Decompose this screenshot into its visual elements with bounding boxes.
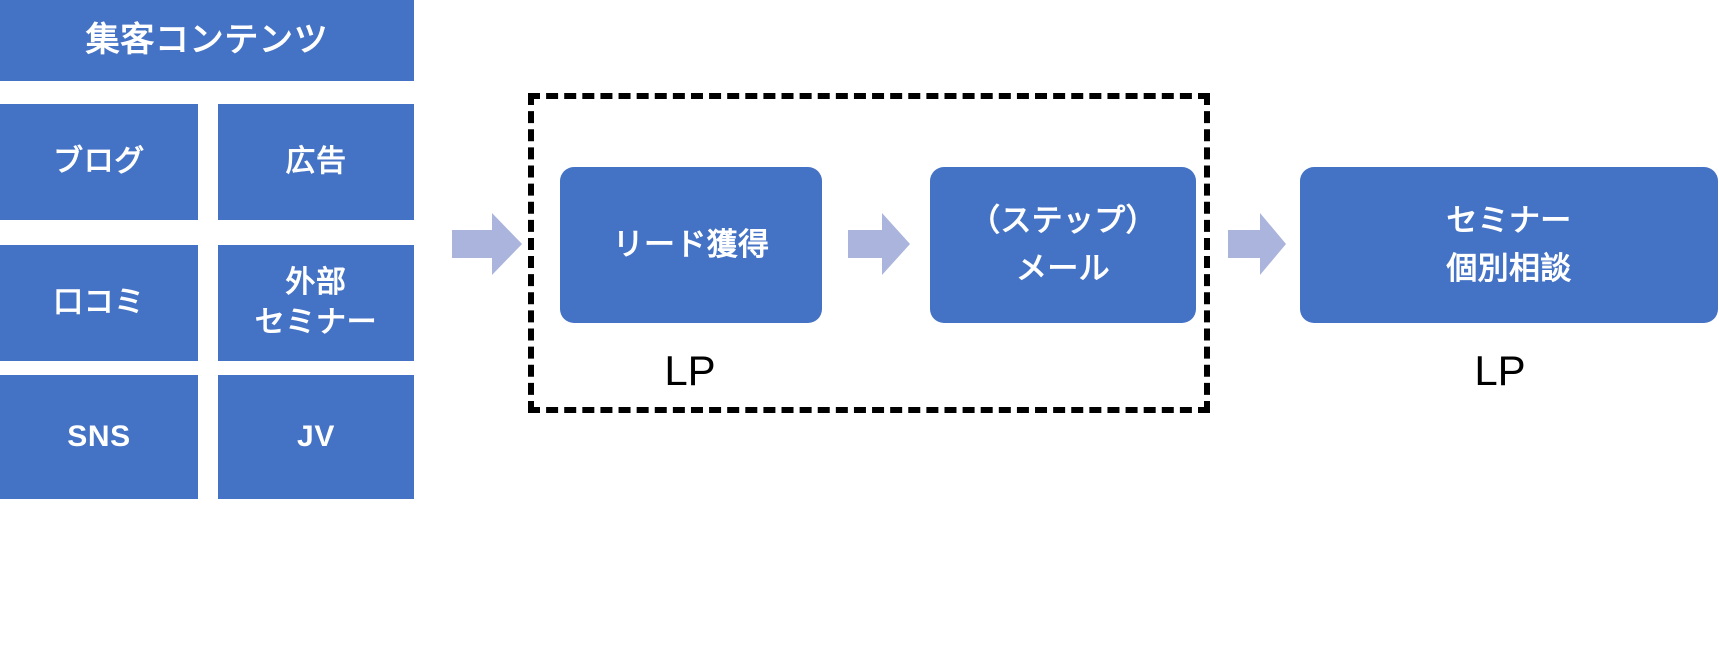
source-cell-sns: SNS [0,375,198,499]
process-box-label: リード獲得 [612,226,770,262]
process-box-step-mail: （ステップ） メール [930,167,1196,323]
source-cell-label: SNS [67,419,131,453]
process-box-label: （ステップ） メール [969,202,1157,286]
source-cell-word-of-mouth: 口コミ [0,245,198,361]
process-box-seminar-consultation: セミナー 個別相談 [1300,167,1718,323]
source-cell-jv: JV [218,375,414,499]
source-cell-label: JV [297,419,335,453]
source-cell-label: 外部 セミナー [254,265,378,340]
source-cell-label: 口コミ [53,285,145,319]
caption-lp-left: LP [590,350,790,392]
caption-label: LP [1474,347,1526,394]
arrow-sources-to-lead-icon [452,213,522,275]
arrow-lead-to-mail-icon [848,213,910,275]
caption-lp-right: LP [1400,350,1600,392]
caption-label: LP [664,347,716,394]
source-cell-label: ブログ [53,144,145,178]
source-header-block: 集客コンテンツ [0,0,414,81]
lp-group-frame [528,93,1210,413]
process-box-lead-acquisition: リード獲得 [560,167,822,323]
source-cell-label: 広告 [285,144,347,178]
source-cell-ad: 広告 [218,104,414,220]
source-cell-blog: ブログ [0,104,198,220]
source-header-label: 集客コンテンツ [85,20,329,59]
arrow-mail-to-seminar-icon [1228,213,1286,275]
process-box-label: セミナー 個別相談 [1446,202,1572,286]
source-cell-external-seminar: 外部 セミナー [218,245,414,361]
